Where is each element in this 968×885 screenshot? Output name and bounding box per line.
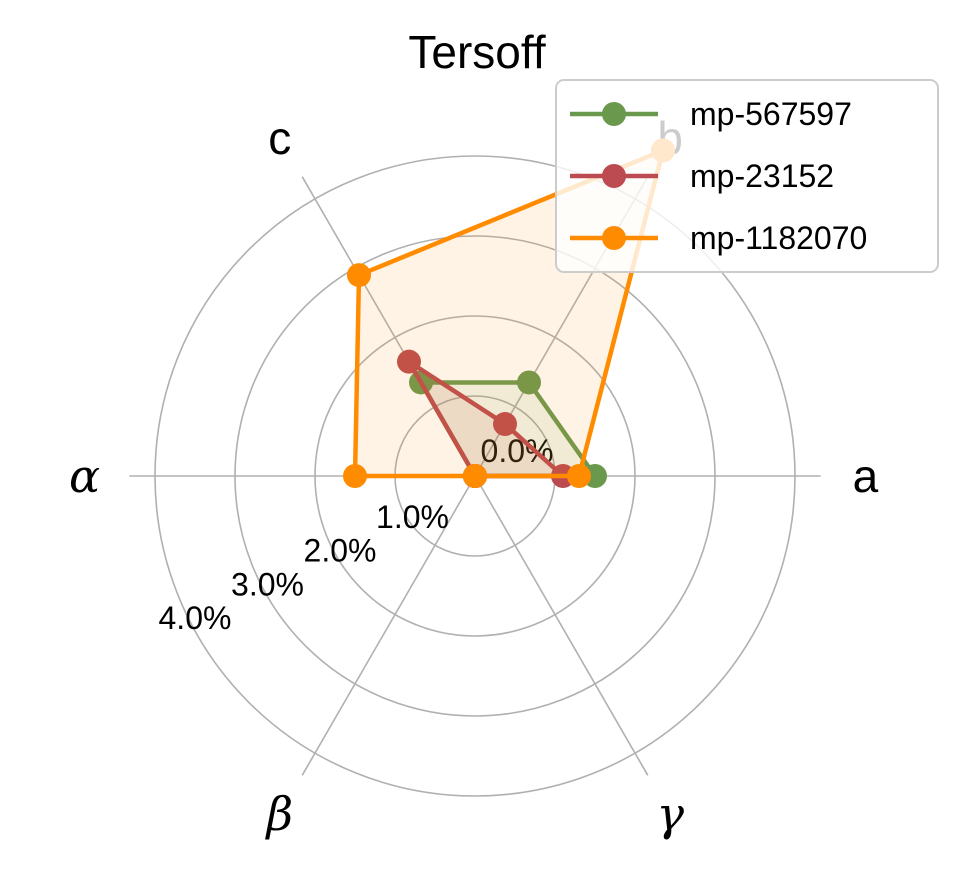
axis-label: a <box>853 450 879 502</box>
legend-label: mp-23152 <box>690 158 834 194</box>
axis-label: γ <box>656 787 684 841</box>
grid-spoke <box>301 475 476 776</box>
chart-title: Tersoff <box>408 26 545 78</box>
axis-label: c <box>268 112 291 164</box>
legend-marker <box>602 226 626 250</box>
radial-tick-label: 3.0% <box>231 566 304 602</box>
radial-tick-label: 2.0% <box>304 533 377 569</box>
radial-tick-label: 4.0% <box>159 600 232 636</box>
data-point <box>463 464 487 488</box>
series-fill <box>409 361 563 476</box>
data-point <box>343 464 367 488</box>
grid-spoke <box>474 475 649 776</box>
legend: mp-567597 mp-23152 mp-1182070 <box>555 79 939 273</box>
radial-tick-label: 1.0% <box>376 499 449 535</box>
radial-tick-label: 0.0% <box>481 433 554 469</box>
data-point <box>517 370 541 395</box>
radial-tick-labels: 0.0% 1.0%2.0%3.0%4.0% <box>159 433 554 636</box>
data-point <box>397 349 421 374</box>
data-point <box>347 263 371 288</box>
legend-box <box>555 79 939 273</box>
axis-label: β <box>265 787 294 841</box>
data-point <box>567 464 591 488</box>
data-point <box>493 412 517 437</box>
axis-label: α <box>69 449 100 503</box>
legend-marker <box>602 102 626 126</box>
legend-label: mp-567597 <box>690 96 852 132</box>
legend-marker <box>602 164 626 188</box>
legend-label: mp-1182070 <box>690 220 867 256</box>
